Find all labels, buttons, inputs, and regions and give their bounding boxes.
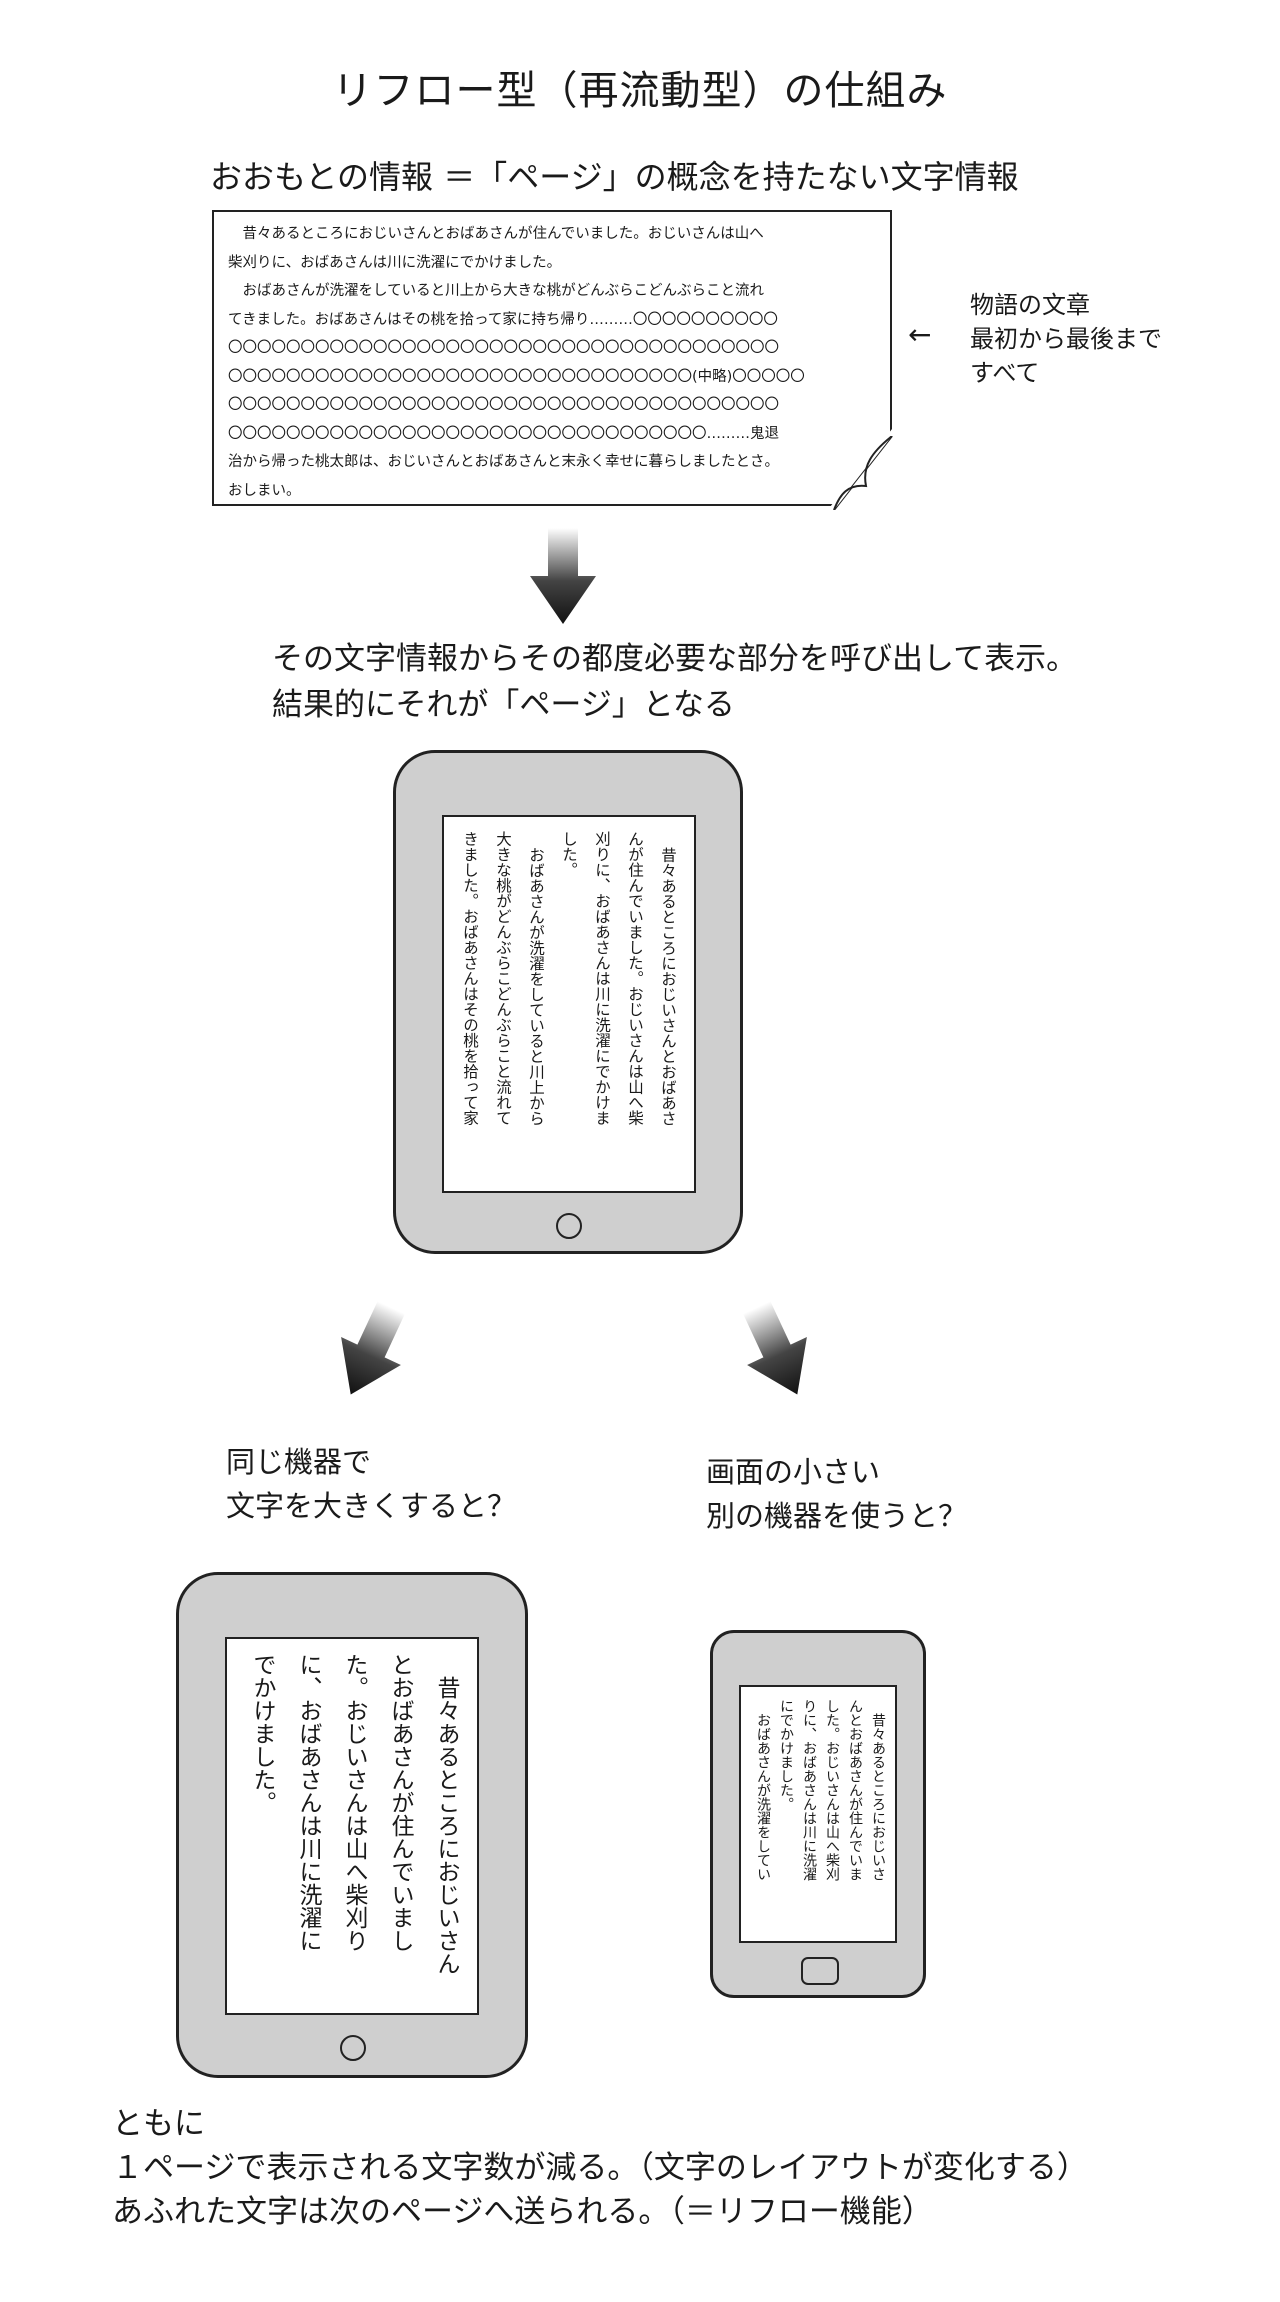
source-info-heading: おおもとの情報 ＝「ページ」の概念を持たない文字情報 <box>210 158 1019 196</box>
conclusion-line: あふれた文字は次のページへ送られる。（＝リフロー機能） <box>112 2194 933 2230</box>
conclusion: ともに １ページで表示される文字数が減る。（文字のレイアウトが変化する） あふれ… <box>112 2102 1088 2234</box>
document-line: 治から帰った桃太郎は、おじいさんとおばあさんと末永く幸せに暮らしましたとさ。 <box>228 454 779 470</box>
caption-line: その文字情報からその都度必要な部分を呼び出して表示。 <box>272 641 1078 677</box>
text-column: に、おばあさんは川に洗濯に <box>295 1653 321 1952</box>
text-column: おばあさんが洗濯をしていると川上から <box>527 846 545 1126</box>
vertical-text: 昔々あるところにおじいさんとおばあさ んが住んでいました。おじいさんは山へ柴 刈… <box>453 831 684 1126</box>
phone-device: 昔々あるところにおじいさ んとおばあさんが住んでいま した。おじいさんは山へ柴刈… <box>710 1630 926 1998</box>
document-line: おばあさんが洗濯をしていると川上から大きな桃がどんぶらこどんぶらこと流れ <box>242 283 765 299</box>
question-line: 文字を大きくすると？ <box>226 1489 517 1523</box>
text-column: んとおばあさんが住んでいま <box>847 1699 863 1881</box>
document-line: 〇〇〇〇〇〇〇〇〇〇〇〇〇〇〇〇〇〇〇〇〇〇〇〇〇〇〇〇〇〇〇〇〇〇〇〇〇〇 <box>228 340 779 356</box>
tablet-screen: 昔々あるところにおじいさん とおばあさんが住んでいまし た。おじいさんは山へ柴刈… <box>225 1637 479 2015</box>
document-line: 〇〇〇〇〇〇〇〇〇〇〇〇〇〇〇〇〇〇〇〇〇〇〇〇〇〇〇〇〇〇〇〇(中略)〇〇〇〇… <box>228 368 805 385</box>
down-left-arrow-icon <box>341 1301 405 1395</box>
down-right-arrow-icon <box>743 1301 807 1395</box>
conclusion-line: ともに <box>112 2106 205 2142</box>
text-column: した。おじいさんは山へ柴刈 <box>824 1699 840 1881</box>
note-line: 最初から最後まで <box>970 325 1162 353</box>
document-line: 〇〇〇〇〇〇〇〇〇〇〇〇〇〇〇〇〇〇〇〇〇〇〇〇〇〇〇〇〇〇〇〇〇………鬼退 <box>228 425 779 442</box>
text-column: 大きな桃がどんぶらこどんぶらこと流れて <box>494 831 512 1126</box>
page-title: リフロー型（再流動型）の仕組み <box>332 68 948 114</box>
question-line: 同じ機器で <box>226 1445 372 1479</box>
text-column: 昔々あるところにおじいさ <box>870 1713 886 1881</box>
text-column: た。おじいさんは山へ柴刈り <box>341 1653 367 1952</box>
document-line: てきました。おばあさんはその桃を拾って家に持ち帰り………〇〇〇〇〇〇〇〇〇〇 <box>228 311 778 328</box>
text-column: りに、おばあさんは川に洗濯 <box>801 1699 817 1881</box>
note-line: すべて <box>970 359 1040 387</box>
document-line: おしまい。 <box>228 482 301 499</box>
text-column: 昔々あるところにおじいさんとおばあさ <box>659 846 677 1126</box>
larger-text-question: 同じ機器で 文字を大きくすると？ <box>226 1440 516 1528</box>
question-line: 別の機器を使うと？ <box>706 1499 968 1533</box>
source-document: 昔々あるところにおじいさんとおばあさんが住んでいました。おじいさんは山へ 柴刈り… <box>212 210 892 506</box>
tablet-device: 昔々あるところにおじいさんとおばあさ んが住んでいました。おじいさんは山へ柴 刈… <box>393 750 743 1254</box>
caption-line: 結果的にそれが「ページ」となる <box>272 687 735 723</box>
note-line: 物語の文章 <box>970 291 1090 319</box>
text-column: とおばあさんが住んでいまし <box>387 1653 413 1952</box>
down-arrow-icon <box>530 528 596 624</box>
text-column: 昔々あるところにおじいさん <box>433 1676 459 1975</box>
document-note: 物語の文章 最初から最後まで すべて <box>970 288 1162 390</box>
text-column: きました。おばあさんはその桃を拾って家 <box>461 831 479 1126</box>
document-line: 柴刈りに、おばあさんは川に洗濯にでかけました。 <box>228 254 562 271</box>
text-column: んが住んでいました。おじいさんは山へ柴 <box>626 831 644 1126</box>
phone-screen: 昔々あるところにおじいさ んとおばあさんが住んでいま した。おじいさんは山へ柴刈… <box>739 1685 897 1943</box>
vertical-text: 昔々あるところにおじいさ んとおばあさんが住んでいま した。おじいさんは山へ柴刈… <box>751 1699 889 1881</box>
smaller-device-question: 画面の小さい 別の機器を使うと？ <box>706 1450 967 1538</box>
tablet-device-large-text: 昔々あるところにおじいさん とおばあさんが住んでいまし た。おじいさんは山へ柴刈… <box>176 1572 528 2078</box>
text-column: おばあさんが洗濯をしてい <box>755 1713 771 1881</box>
tablet-screen: 昔々あるところにおじいさんとおばあさ んが住んでいました。おじいさんは山へ柴 刈… <box>442 815 696 1193</box>
conclusion-line: １ページで表示される文字数が減る。（文字のレイアウトが変化する） <box>112 2150 1088 2186</box>
vertical-text: 昔々あるところにおじいさん とおばあさんが住んでいまし た。おじいさんは山へ柴刈… <box>239 1653 469 1975</box>
document-line: 〇〇〇〇〇〇〇〇〇〇〇〇〇〇〇〇〇〇〇〇〇〇〇〇〇〇〇〇〇〇〇〇〇〇〇〇〇〇 <box>228 397 779 413</box>
text-column: にでかけました。 <box>778 1699 794 1811</box>
home-button[interactable] <box>801 1957 839 1985</box>
home-button[interactable] <box>340 2035 366 2061</box>
page-curl-icon <box>833 436 893 510</box>
text-column: した。 <box>560 831 578 878</box>
display-caption: その文字情報からその都度必要な部分を呼び出して表示。 結果的にそれが「ページ」と… <box>272 636 1077 728</box>
text-column: 刈りに、おばあさんは川に洗濯にでかけま <box>593 831 611 1126</box>
text-column: でかけました。 <box>249 1653 275 1814</box>
document-line: 昔々あるところにおじいさんとおばあさんが住んでいました。おじいさんは山へ <box>242 226 764 242</box>
home-button[interactable] <box>556 1213 582 1239</box>
question-line: 画面の小さい <box>706 1455 881 1489</box>
left-arrow-icon: ← <box>908 318 932 351</box>
